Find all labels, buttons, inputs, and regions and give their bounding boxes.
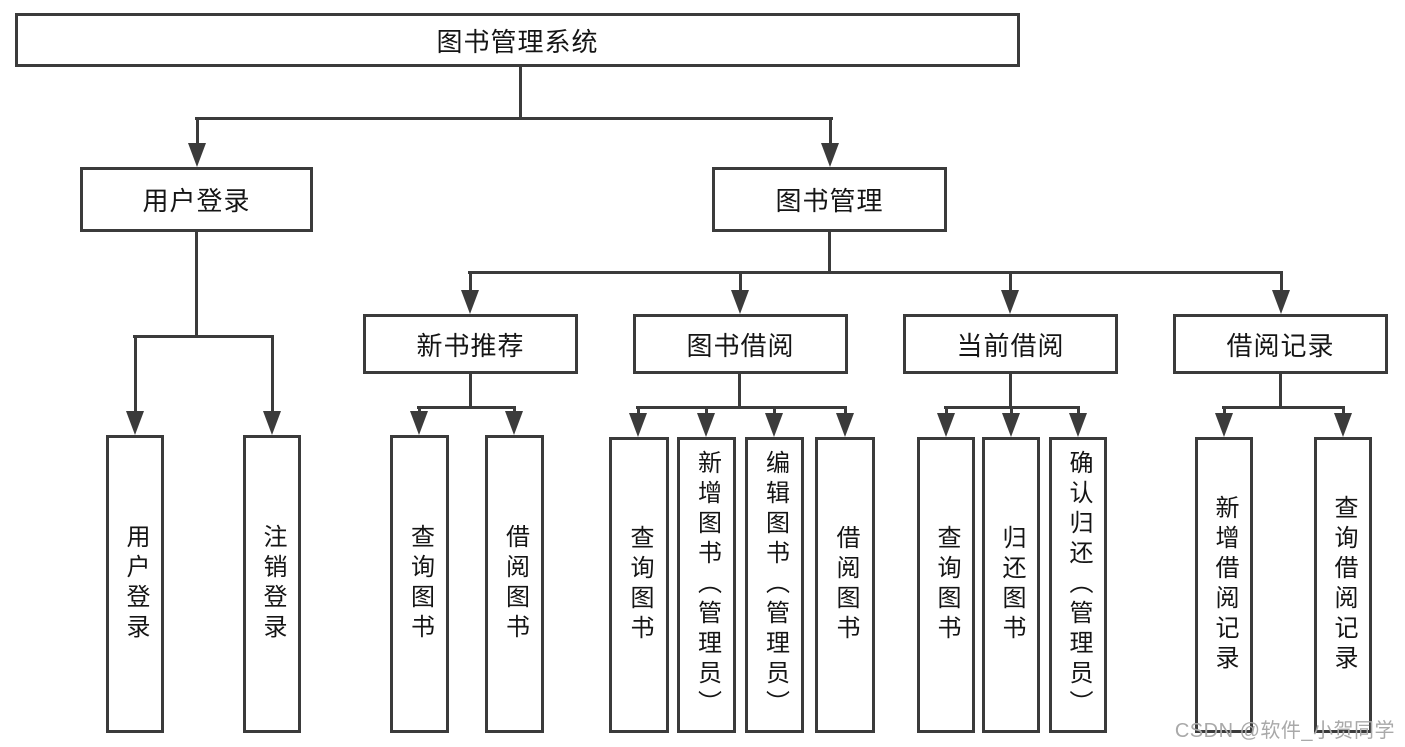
- connector-arrow: [505, 407, 523, 435]
- leaf-query-borrow-record: 查询借阅记录: [1314, 437, 1372, 733]
- connector-line: [133, 335, 274, 338]
- connector-line: [195, 117, 833, 120]
- connector-arrow: [126, 336, 144, 435]
- leaf-query-books-borrow: 查询图书: [609, 437, 669, 733]
- connector-arrow: [937, 407, 955, 437]
- node-new-book-recommend: 新书推荐: [363, 314, 578, 374]
- leaf-logout: 注销登录: [243, 435, 301, 733]
- connector-arrow: [836, 407, 854, 437]
- connector-line: [1009, 372, 1012, 409]
- node-book-management: 图书管理: [712, 167, 947, 232]
- connector-line: [636, 406, 847, 409]
- connector-arrow: [1272, 272, 1290, 314]
- connector-line: [1279, 372, 1282, 409]
- node-user-login: 用户登录: [80, 167, 313, 232]
- leaf-confirm-return-admin: 确认归还（管理员）: [1049, 437, 1107, 733]
- leaf-query-books-current: 查询图书: [917, 437, 975, 733]
- watermark: CSDN @软件_小贺同学: [1174, 720, 1395, 742]
- connector-line: [519, 64, 522, 120]
- node-book-borrow: 图书借阅: [633, 314, 848, 374]
- connector-line: [828, 230, 831, 274]
- connector-arrow: [629, 407, 647, 437]
- leaf-query-books-recommend: 查询图书: [390, 435, 449, 733]
- leaf-borrow-books-recommend: 借阅图书: [485, 435, 544, 733]
- connector-arrow: [263, 336, 281, 435]
- leaf-return-books: 归还图书: [982, 437, 1040, 733]
- connector-arrow: [461, 272, 479, 314]
- leaf-user-login: 用户登录: [106, 435, 164, 733]
- node-borrow-records: 借阅记录: [1173, 314, 1388, 374]
- connector-arrow: [188, 118, 206, 167]
- connector-line: [738, 372, 741, 409]
- connector-arrow: [821, 118, 839, 167]
- connector-arrow: [1069, 407, 1087, 437]
- connector-line: [468, 271, 1283, 274]
- leaf-add-book-admin: 新增图书（管理员）: [677, 437, 736, 733]
- connector-arrow: [410, 407, 428, 435]
- connector-line: [417, 406, 516, 409]
- leaf-edit-book-admin: 编辑图书（管理员）: [745, 437, 804, 733]
- leaf-borrow-books: 借阅图书: [815, 437, 875, 733]
- connector-line: [195, 230, 198, 338]
- node-root: 图书管理系统: [15, 13, 1020, 67]
- connector-arrow: [731, 272, 749, 314]
- connector-arrow: [1334, 407, 1352, 437]
- connector-line: [469, 372, 472, 409]
- node-current-borrow: 当前借阅: [903, 314, 1118, 374]
- connector-arrow: [1215, 407, 1233, 437]
- leaf-add-borrow-record: 新增借阅记录: [1195, 437, 1253, 733]
- connector-line: [1222, 406, 1345, 409]
- connector-arrow: [1001, 272, 1019, 314]
- connector-arrow: [765, 407, 783, 437]
- connector-arrow: [1002, 407, 1020, 437]
- connector-arrow: [697, 407, 715, 437]
